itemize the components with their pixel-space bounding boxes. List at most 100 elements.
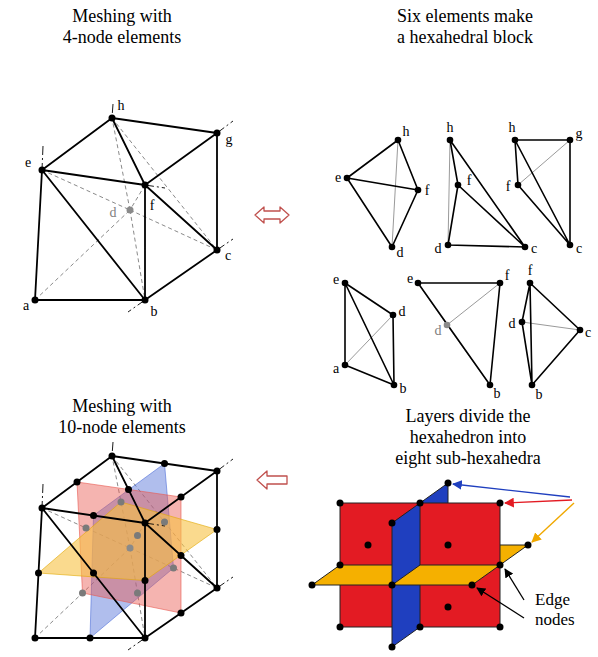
vertex-letter: d: [397, 246, 404, 260]
word: hexahedron: [410, 427, 494, 447]
vertex-dot: [415, 187, 422, 194]
word: d: [509, 316, 516, 331]
word: block: [493, 27, 533, 47]
vertex-dot: [342, 280, 349, 287]
vertex-letter: h: [447, 121, 454, 135]
vertex-letter: a: [333, 362, 339, 376]
vertex-dot: [445, 242, 452, 249]
edge-node: [417, 500, 424, 507]
vertex-dot: [142, 182, 149, 189]
hidden-mid-edge-node: [161, 519, 168, 526]
yellow-pointer: [532, 503, 574, 542]
vertex-dot: [527, 280, 534, 287]
vertex-dot: [512, 137, 519, 144]
vertex-letter: e: [407, 272, 413, 286]
vertex-letter: c: [531, 242, 537, 256]
word: a: [333, 361, 339, 376]
vertex-dot: [415, 280, 422, 287]
word: g: [576, 126, 583, 141]
vertex-dot: [515, 182, 522, 189]
edge-node: [389, 520, 396, 527]
hidden-edges: [35, 118, 217, 300]
hidden-mid-edge-node: [170, 565, 177, 572]
word: a: [23, 298, 29, 313]
mid-edge-node: [35, 570, 42, 577]
edge-node: [337, 500, 344, 507]
word: 4-node: [63, 27, 113, 47]
vertex-dot: [39, 167, 46, 174]
hexahedron-4-node: [32, 104, 234, 312]
mid-edge-node: [90, 570, 97, 577]
vertex-letter: f: [425, 184, 430, 198]
hidden-edges: [345, 140, 580, 385]
word: with: [140, 396, 172, 416]
vertex-dot: [32, 635, 39, 642]
vertex-letter: e: [333, 273, 339, 287]
edge-node-dots: [309, 480, 532, 651]
vertex-dot: [142, 297, 149, 304]
word: into: [498, 427, 526, 447]
vertex-dot: [395, 137, 402, 144]
hidden-vertex-dot: [127, 545, 134, 552]
visible-edges: [35, 118, 217, 300]
edge-node: [497, 500, 504, 507]
word: elements: [426, 6, 490, 26]
vertex-letter: f: [467, 174, 472, 188]
vertex-letter: c: [585, 326, 591, 340]
mid-edge-node: [90, 512, 97, 519]
word: with: [140, 6, 172, 26]
edge-node: [525, 542, 532, 549]
mid-edge-node: [125, 486, 132, 493]
word: h: [403, 124, 410, 139]
word: sub-hexahedra: [436, 448, 541, 468]
word: elements: [122, 417, 186, 437]
vertex-dot: [529, 382, 536, 389]
word: d: [435, 323, 442, 338]
double-arrow: [255, 207, 289, 223]
vertex-dot: [391, 382, 398, 389]
hidden-edges: [35, 456, 217, 638]
vertex-letter: g: [576, 127, 583, 141]
word: hexahedral: [410, 27, 489, 47]
vertex-letter: h: [509, 121, 516, 135]
hidden-mid-edge-node: [134, 590, 141, 597]
word: f: [528, 263, 533, 278]
word: c: [225, 248, 231, 263]
vertex-dot: [214, 585, 221, 592]
word: Edge: [535, 590, 570, 609]
vertex-dot: [497, 280, 504, 287]
word: a: [397, 27, 405, 47]
word: h: [118, 98, 125, 113]
blue-layer: [392, 503, 420, 585]
word: e: [335, 170, 341, 185]
callout-label: Edge nodes: [535, 590, 565, 630]
vertex-dot: [214, 130, 221, 137]
layers-figure: [312, 483, 528, 647]
extension-lines: [42, 442, 233, 650]
mid-edge-node: [74, 479, 81, 486]
word: f: [425, 183, 430, 198]
yellow-layer: [39, 502, 218, 581]
hidden-mid-edge-node: [83, 525, 90, 532]
edge-node: [309, 582, 316, 589]
vertex-letter: a: [23, 299, 29, 313]
mid-edge-node: [178, 610, 185, 617]
word: the: [508, 406, 530, 426]
vertex-dot: [109, 115, 116, 122]
hidden-mid-edge-node: [134, 532, 141, 539]
edge-node: [445, 542, 452, 549]
edge-node: [497, 562, 504, 569]
left-arrow: [257, 471, 287, 489]
word: h: [447, 120, 454, 135]
vertex-dot: [142, 635, 149, 642]
word: d: [110, 205, 117, 220]
mid-edge-node: [214, 526, 221, 533]
vertex-dot: [447, 137, 454, 144]
vertex-letter: e: [335, 171, 341, 185]
word: divide: [459, 406, 504, 426]
edge-node: [469, 582, 476, 589]
vertex-letter: f: [505, 269, 510, 283]
vertex-letter: f: [150, 199, 155, 213]
vertex-letter: d: [435, 324, 442, 338]
hidden-mid-edge-node: [79, 590, 86, 597]
